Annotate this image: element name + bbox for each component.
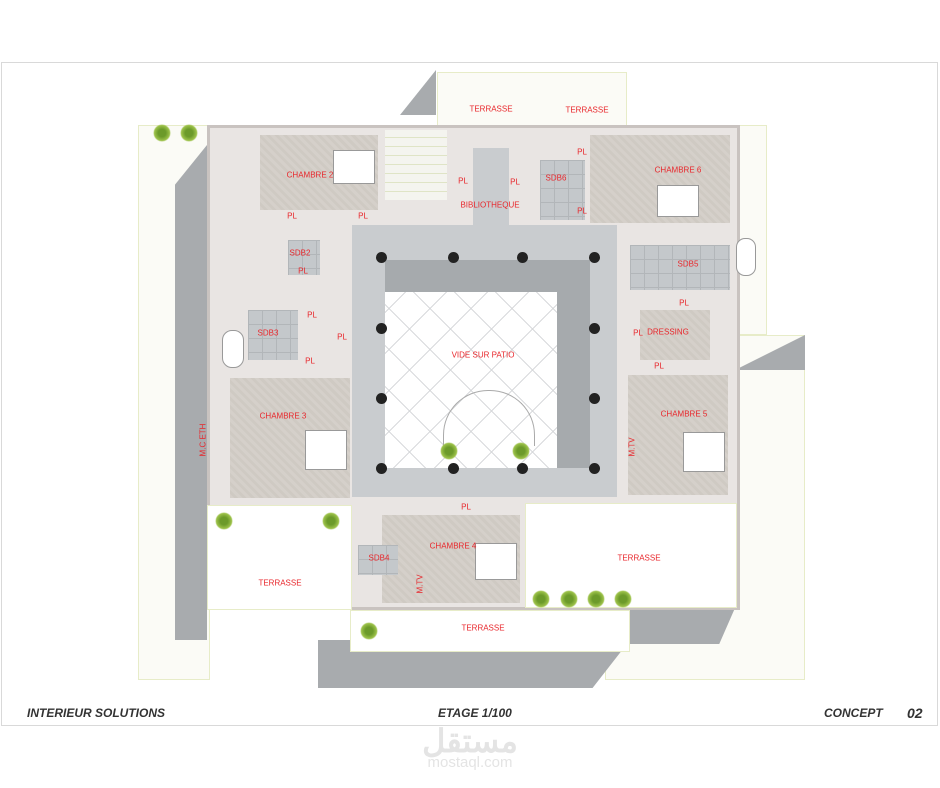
room-bibliotheque [473,148,509,226]
plant-icon [587,590,605,608]
terrace-east-area [525,503,737,608]
label-sdb2: SDB2 [289,248,311,258]
label-terrasse-east: TERRASSE [617,553,661,563]
label-pl: PL [358,211,368,221]
patio-band-top [385,260,590,292]
north-terrace [437,72,627,132]
label-chambre-6: CHAMBRE 6 [654,165,702,175]
label-sdb3: SDB3 [257,328,279,338]
plant-icon [614,590,632,608]
room-sdb5 [630,245,730,290]
label-dressing: DRESSING [647,327,689,337]
room-sdb2 [288,240,320,275]
column [376,463,387,474]
plant-icon [153,124,171,142]
label-pl: PL [458,176,468,186]
label-sdb5: SDB5 [677,259,699,269]
label-mc-eth: M.C ETH [198,423,208,457]
plant-icon [360,622,378,640]
footer-sheet-number: 02 [907,705,923,721]
watermark-site: mostaql.com [427,754,513,771]
footer-phase: CONCEPT [824,706,883,720]
label-pl: PL [307,310,317,320]
column [376,252,387,263]
label-pl: PL [577,206,587,216]
watermark-logo: مستقل [422,723,518,759]
label-pl: PL [337,332,347,342]
plant-icon [215,512,233,530]
bed-chambre-3 [305,430,347,470]
column [589,323,600,334]
label-mtv-chambre-5: M.TV [627,437,637,457]
room-sdb3 [248,310,298,360]
bed-chambre-6 [657,185,699,217]
column [376,393,387,404]
label-pl: PL [298,266,308,276]
label-bibliotheque: BIBLIOTHEQUE [460,200,520,210]
sheet-frame [1,62,938,726]
bathtub-sdb5 [736,238,756,276]
label-sdb6: SDB6 [545,173,567,183]
terrace-south-area [350,610,630,652]
label-sdb4: SDB4 [368,553,390,563]
label-pl: PL [287,211,297,221]
label-terrasse-north-right: TERRASSE [565,105,609,115]
label-chambre-5: CHAMBRE 5 [660,409,708,419]
east-garden [737,125,767,335]
room-sdb6 [540,160,585,220]
bathtub-sdb3 [222,330,244,368]
bed-chambre-5 [683,432,725,472]
plant-icon [560,590,578,608]
label-pl: PL [510,177,520,187]
room-sdb4 [358,545,398,575]
plant-icon [322,512,340,530]
shadow-west [175,145,207,640]
footer-company: INTERIEUR SOLUTIONS [27,706,166,720]
column [589,252,600,263]
column [448,463,459,474]
label-mtv-chambre-4: M.TV [415,574,425,594]
room-dressing [640,310,710,360]
footer-sheet-title: ETAGE 1/100 [438,706,512,720]
label-pl: PL [305,356,315,366]
shadow-southeast [630,608,735,644]
label-chambre-4: CHAMBRE 4 [429,541,477,551]
label-pl: PL [679,298,689,308]
label-vide-sur-patio: VIDE SUR PATIO [451,350,515,360]
column [448,252,459,263]
patio-band-right [557,292,590,468]
bed-chambre-2 [333,150,375,184]
column [376,323,387,334]
bed-chambre-4 [475,543,517,580]
label-terrasse-west: TERRASSE [258,578,302,588]
staircase [385,130,447,200]
plant-icon [180,124,198,142]
column [517,463,528,474]
label-pl: PL [577,147,587,157]
plant-icon [440,442,458,460]
label-pl: PL [461,502,471,512]
plant-icon [532,590,550,608]
label-chambre-2: CHAMBRE 2 [286,170,334,180]
column [589,393,600,404]
label-chambre-3: CHAMBRE 3 [259,411,307,421]
column [517,252,528,263]
column [589,463,600,474]
label-terrasse-south: TERRASSE [461,623,505,633]
label-pl: PL [654,361,664,371]
plant-icon [512,442,530,460]
label-terrasse-north-left: TERRASSE [469,104,513,114]
label-pl: PL [633,328,643,338]
